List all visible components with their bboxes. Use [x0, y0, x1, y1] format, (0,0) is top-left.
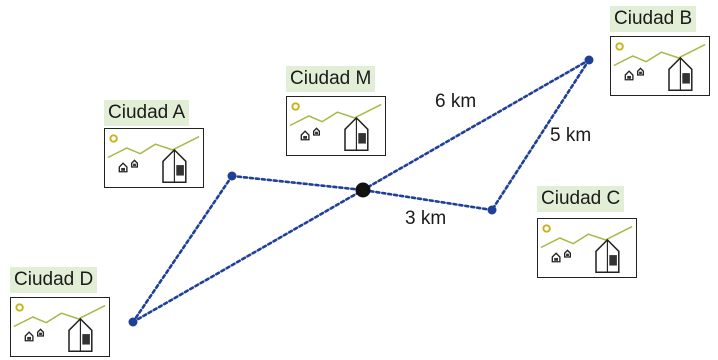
distance-label-m-c: 3 km	[405, 208, 447, 229]
city-card-d	[10, 297, 110, 357]
city-label-a: Ciudad A	[104, 100, 190, 126]
town-landscape-icon	[289, 102, 382, 151]
city-label-m: Ciudad M	[286, 66, 376, 92]
city-card-b	[610, 36, 710, 96]
distance-label-m-b: 6 km	[435, 91, 477, 112]
node-c	[487, 205, 497, 215]
city-card-c	[537, 218, 637, 278]
route-a-to-d	[131, 174, 234, 324]
city-label-b: Ciudad B	[610, 6, 697, 32]
distance-label-b-c: 5 km	[550, 125, 592, 146]
route-c-to-m	[361, 188, 494, 212]
town-landscape-icon	[13, 303, 106, 352]
city-card-m	[286, 96, 386, 156]
city-card-a	[104, 128, 204, 188]
route-b-to-c	[490, 58, 591, 212]
node-a	[227, 171, 237, 181]
town-landscape-icon	[540, 224, 633, 273]
city-label-c: Ciudad C	[537, 186, 625, 212]
route-m-to-b	[361, 58, 591, 192]
route-a-to-m	[230, 174, 365, 192]
town-landscape-icon	[107, 134, 200, 183]
route-d-to-m	[131, 188, 365, 324]
node-b	[584, 55, 594, 65]
city-label-d: Ciudad D	[10, 267, 98, 293]
town-landscape-icon	[613, 42, 706, 91]
node-d	[128, 317, 138, 327]
node-m	[355, 182, 371, 198]
